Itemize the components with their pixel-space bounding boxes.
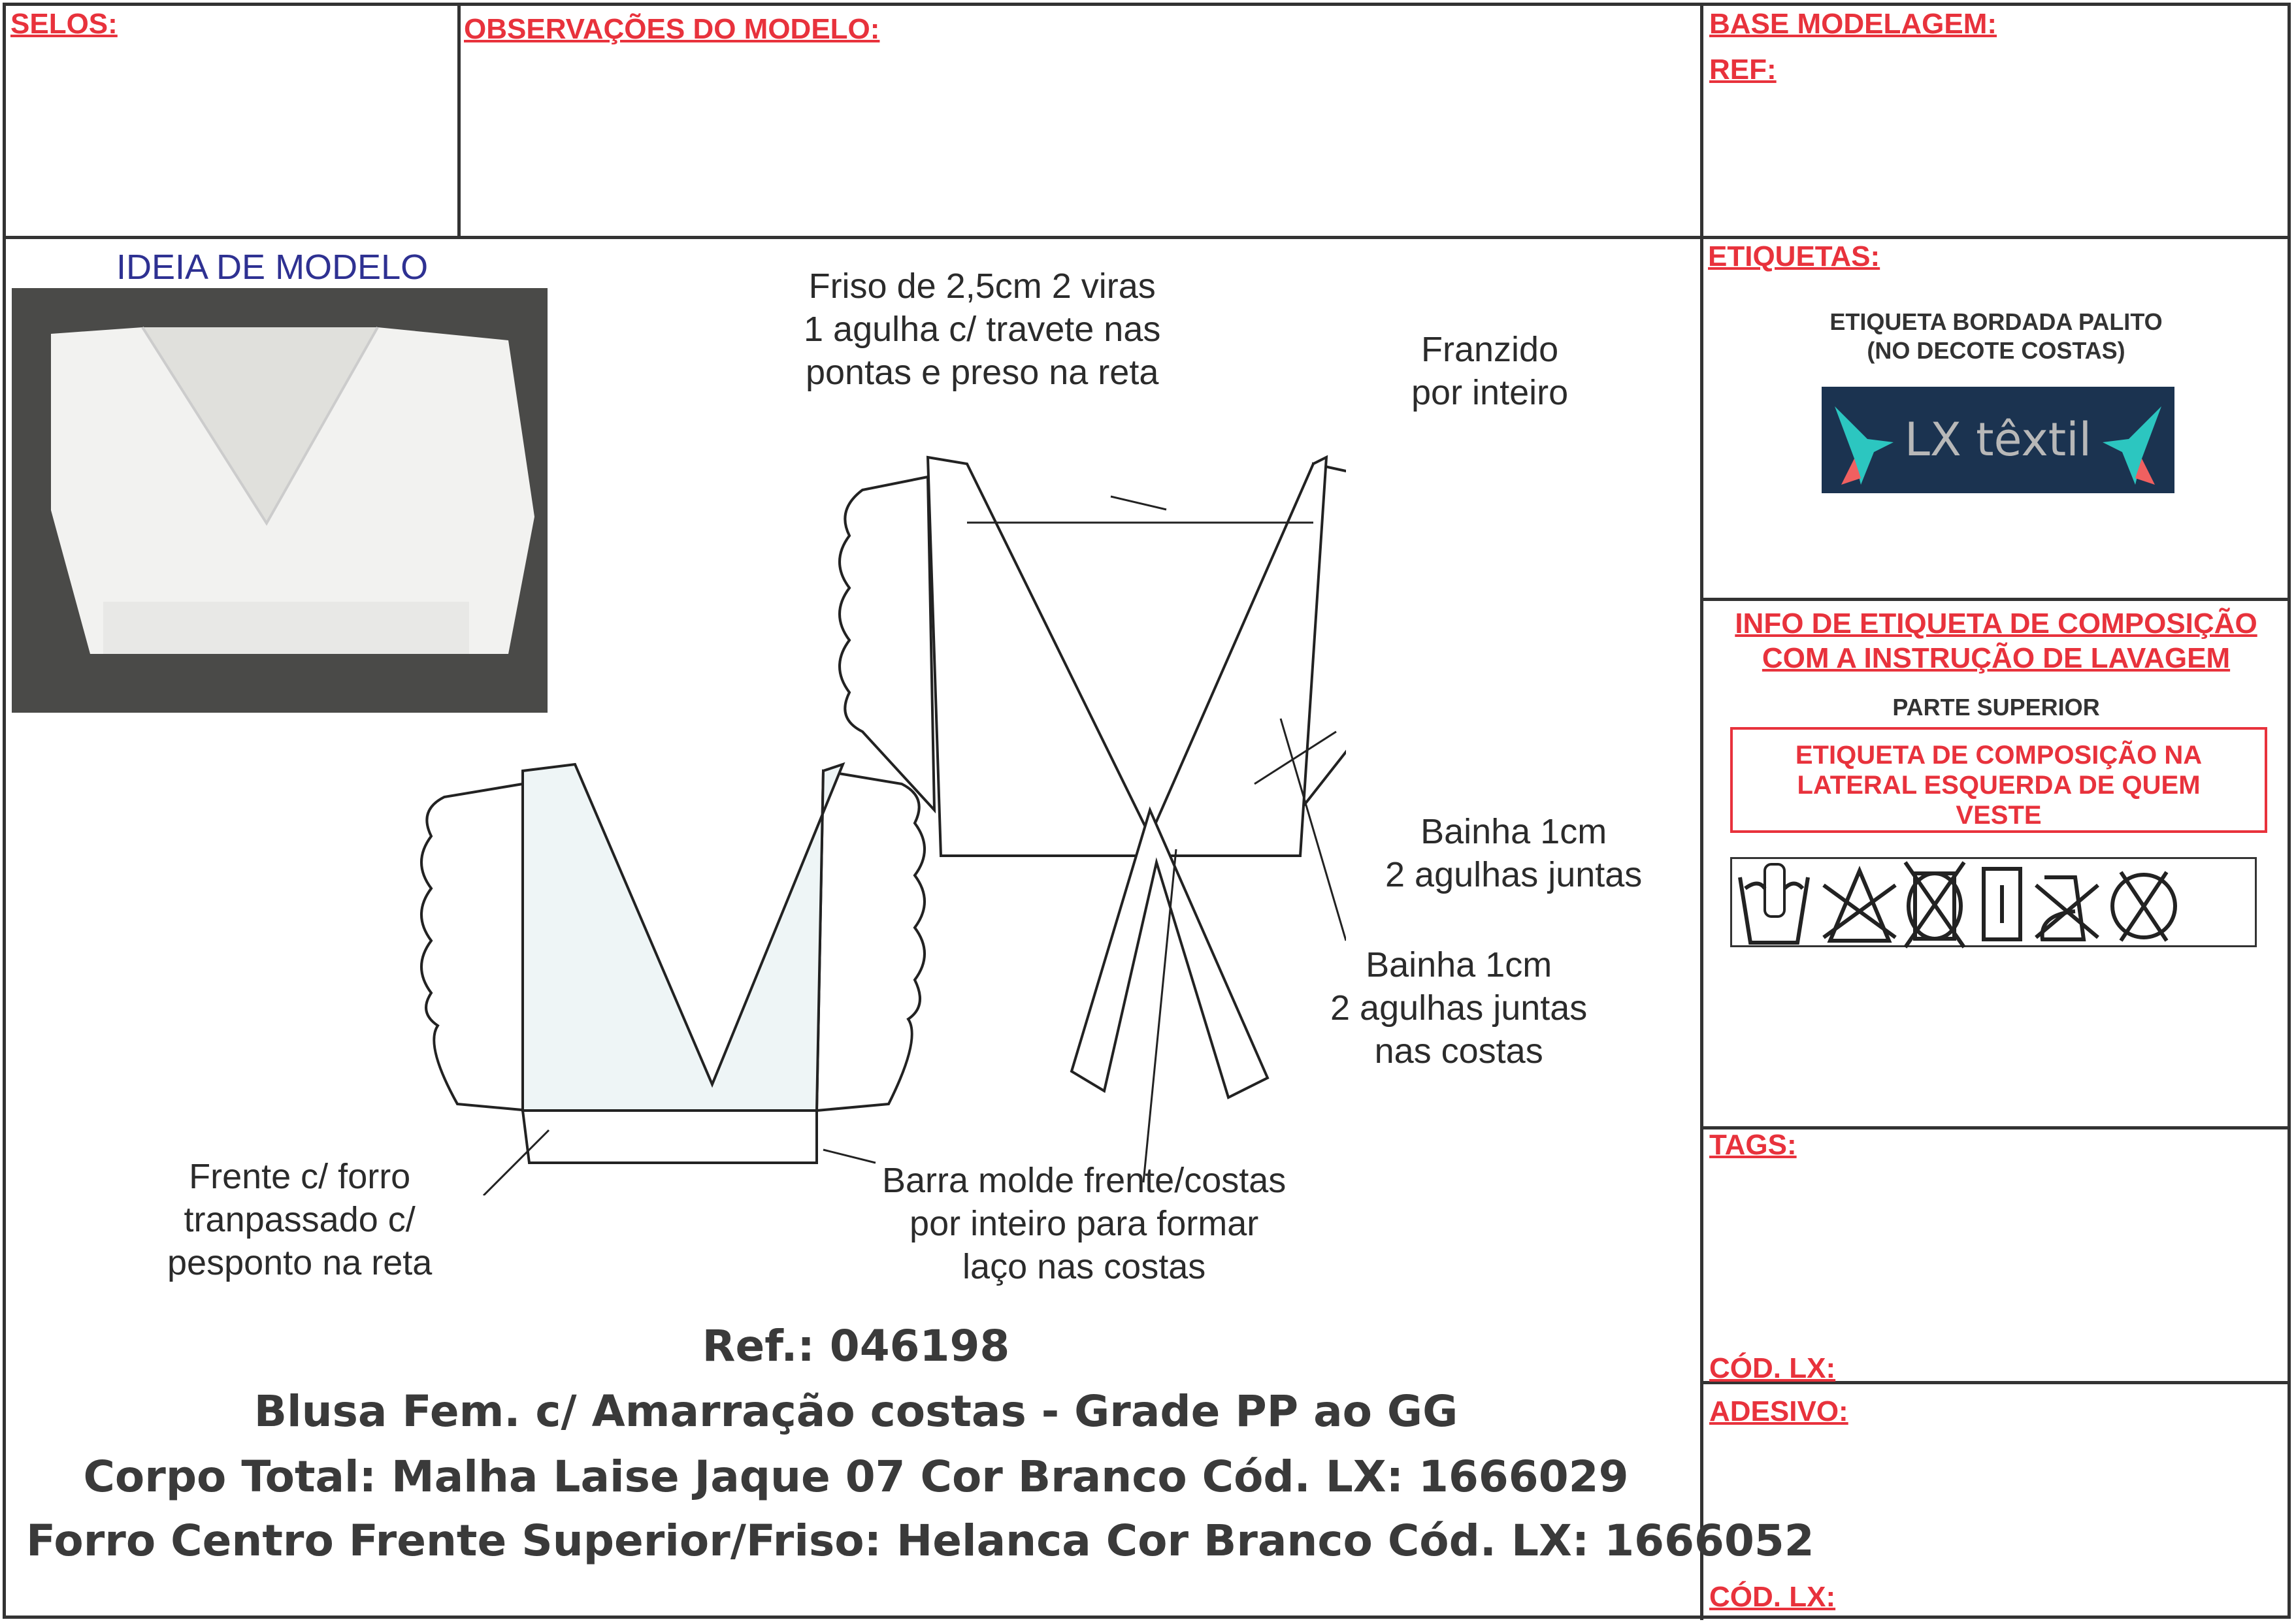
composicao-line: ETIQUETA DE COMPOSIÇÃO NA bbox=[1795, 741, 2203, 770]
hand-wash-icon bbox=[1738, 863, 1810, 945]
etiquetas-label: ETIQUETAS: bbox=[1708, 240, 1880, 272]
no-bleach-icon bbox=[1822, 866, 1897, 943]
tags-label: TAGS: bbox=[1709, 1129, 1797, 1161]
etiqueta-text-2: (NO DECOTE COSTAS) bbox=[1867, 337, 2125, 364]
base-modelagem-label: BASE MODELAGEM: bbox=[1709, 8, 1997, 40]
annotation-frente: Frente c/ forro tranpassado c/ pesponto … bbox=[167, 1157, 433, 1282]
ref-line: Ref.: 046198 bbox=[702, 1321, 1010, 1371]
divider bbox=[1701, 598, 2291, 601]
care-symbols-box bbox=[1730, 857, 2257, 949]
composicao-line: VESTE bbox=[1956, 801, 2042, 830]
annotation-bainha-1: Bainha 1cm 2 agulhas juntas bbox=[1385, 812, 1643, 894]
cod-lx-label: CÓD. LX: bbox=[1709, 1352, 1836, 1384]
etiqueta-text-1: ETIQUETA BORDADA PALITO bbox=[1829, 308, 2163, 335]
corpo-line: Corpo Total: Malha Laise Jaque 07 Cor Br… bbox=[83, 1452, 1629, 1502]
sheet-frame bbox=[3, 3, 2291, 1619]
no-dry-clean-icon bbox=[2110, 871, 2177, 942]
ref-label: REF: bbox=[1709, 54, 1777, 86]
composicao-line: LATERAL ESQUERDA DE QUEM bbox=[1797, 771, 2201, 800]
divider bbox=[1701, 1126, 2291, 1129]
annotation-barra: Barra molde frente/costas por inteiro pa… bbox=[882, 1161, 1287, 1286]
lx-textil-logo: LX têxtil bbox=[1822, 387, 2174, 493]
divider bbox=[1700, 3, 1703, 1620]
no-iron-icon bbox=[2035, 875, 2099, 941]
observacoes-label: OBSERVAÇÕES DO MODELO: bbox=[464, 13, 880, 45]
selos-label: SELOS: bbox=[10, 8, 118, 40]
annotation-franzido: Franzido por inteiro bbox=[1411, 330, 1569, 412]
description-line: Blusa Fem. c/ Amarração costas - Grade P… bbox=[254, 1386, 1458, 1437]
divider bbox=[457, 3, 461, 237]
ideia-modelo-label: IDEIA DE MODELO bbox=[116, 248, 429, 287]
info-title-2: COM A INSTRUÇÃO DE LAVAGEM bbox=[1762, 642, 2231, 674]
annotation-arrows bbox=[482, 495, 1346, 1195]
divider bbox=[3, 236, 2291, 239]
line-dry-icon bbox=[1982, 867, 2022, 941]
divider bbox=[1701, 1381, 2291, 1384]
cod-lx-label: CÓD. LX: bbox=[1709, 1581, 1836, 1613]
adesivo-label: ADESIVO: bbox=[1709, 1395, 1848, 1427]
logo-text: LX têxtil bbox=[1904, 413, 2092, 466]
reference-photo bbox=[12, 288, 548, 713]
forro-line: Forro Centro Frente Superior/Friso: Hela… bbox=[26, 1516, 1814, 1566]
parte-superior-label: PARTE SUPERIOR bbox=[1892, 694, 2100, 721]
hummingbird-icon bbox=[1835, 406, 2161, 485]
front-sketch bbox=[420, 762, 926, 1164]
info-title-1: INFO DE ETIQUETA DE COMPOSIÇÃO bbox=[1735, 608, 2257, 640]
no-tumble-dry-icon bbox=[1903, 861, 1966, 949]
garment-sketches bbox=[420, 455, 1346, 1195]
composicao-box: ETIQUETA DE COMPOSIÇÃO NA LATERAL ESQUER… bbox=[1730, 727, 2267, 833]
annotation-bainha-2: Bainha 1cm 2 agulhas juntas nas costas bbox=[1330, 945, 1588, 1071]
annotation-friso: Friso de 2,5cm 2 viras 1 agulha c/ trave… bbox=[804, 267, 1161, 392]
back-sketch bbox=[838, 455, 1346, 1099]
